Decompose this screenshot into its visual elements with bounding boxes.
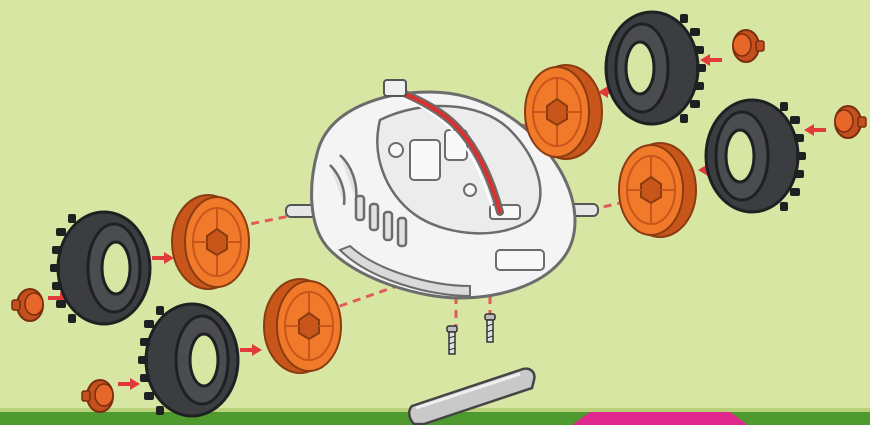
rim-icon <box>619 143 696 237</box>
arrow-icon <box>118 378 140 390</box>
hub-cap-icon <box>835 106 866 138</box>
arrow-icon <box>240 344 262 356</box>
hub-cap-icon <box>12 289 43 321</box>
rim-icon <box>525 65 602 159</box>
rim-icon <box>172 195 249 289</box>
arrow-icon <box>152 252 174 264</box>
arrow-icon <box>804 124 826 136</box>
tire-icon <box>50 212 150 324</box>
rim-icon <box>264 279 341 373</box>
pink-tab <box>572 412 748 425</box>
screw-icon <box>447 326 457 354</box>
tire-icon <box>706 100 806 212</box>
screw-icon <box>485 314 495 342</box>
hub-cap-icon <box>82 380 113 412</box>
tire-icon <box>606 12 706 124</box>
tire-icon <box>138 304 238 416</box>
hub-cap-icon <box>733 30 764 62</box>
